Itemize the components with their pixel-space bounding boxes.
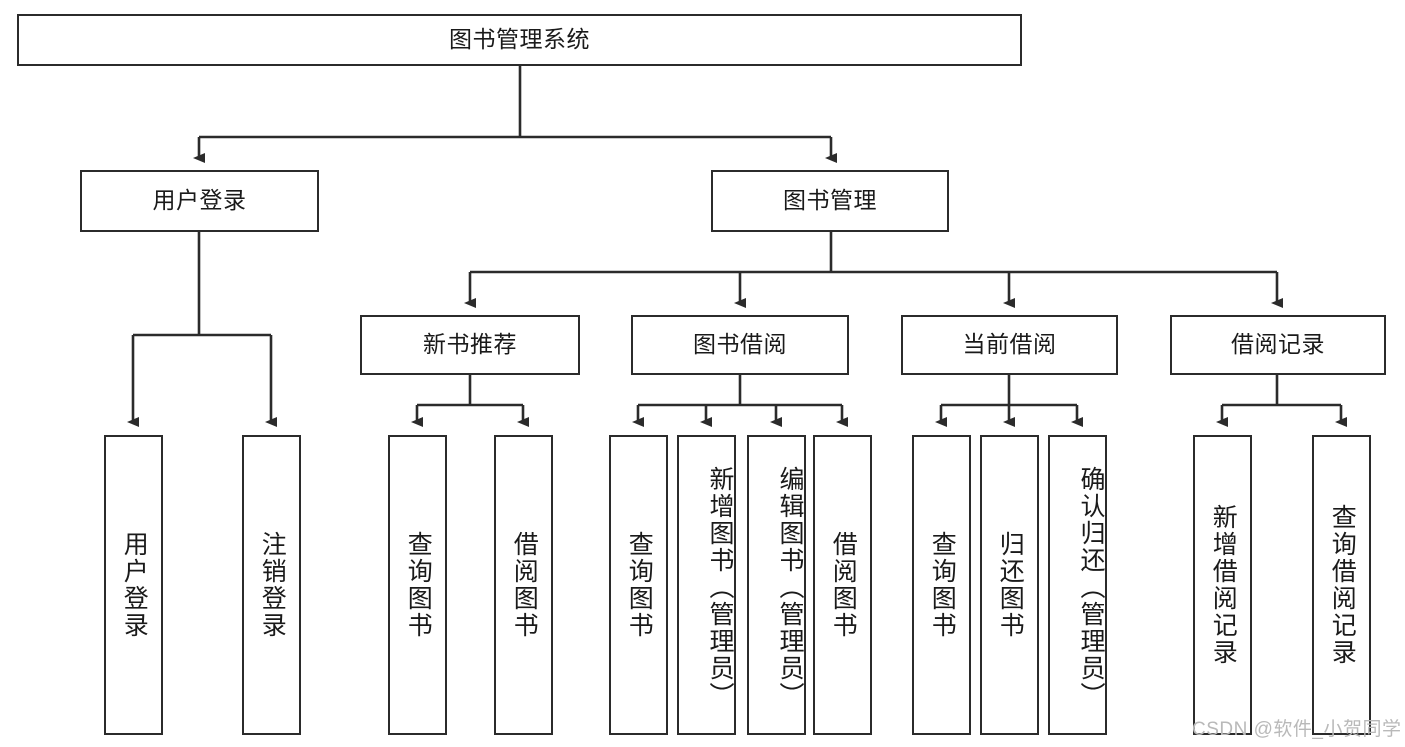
- node-book-management-system[interactable]: 图书管理系统: [17, 14, 1022, 66]
- node-leaf-logout-login[interactable]: 注销登录: [242, 435, 301, 735]
- csdn-watermark: CSDN @软件_小贺同学: [1192, 719, 1402, 740]
- node-label: 当前借阅: [962, 331, 1057, 358]
- node-leaf-add-record[interactable]: 新增借阅记录: [1193, 435, 1252, 735]
- node-label: 归还图书: [996, 531, 1025, 639]
- node-label: 查询图书: [928, 531, 957, 639]
- node-leaf-edit-book[interactable]: 编辑图书（管理员）: [747, 435, 806, 735]
- node-label: 用户登录: [152, 187, 247, 214]
- node-leaf-add-book[interactable]: 新增图书（管理员）: [677, 435, 736, 735]
- node-label: 新书推荐: [423, 331, 517, 358]
- node-label: 新增借阅记录: [1209, 504, 1238, 666]
- node-current-borrow[interactable]: 当前借阅: [901, 315, 1118, 375]
- node-leaf-query-book-2[interactable]: 查询图书: [609, 435, 668, 735]
- node-leaf-query-book-3[interactable]: 查询图书: [912, 435, 971, 735]
- node-label: 查询借阅记录: [1328, 504, 1357, 666]
- node-book-borrow[interactable]: 图书借阅: [631, 315, 849, 375]
- node-label: 注销登录: [258, 531, 287, 639]
- node-label: 用户登录: [120, 531, 149, 639]
- node-leaf-return-book[interactable]: 归还图书: [980, 435, 1039, 735]
- node-label: 图书借阅: [693, 331, 787, 358]
- node-label: 确认归还（管理员）: [1077, 465, 1105, 709]
- node-book-management[interactable]: 图书管理: [711, 170, 949, 232]
- node-leaf-user-login[interactable]: 用户登录: [104, 435, 163, 735]
- node-label: 图书管理系统: [449, 26, 590, 53]
- node-borrow-record[interactable]: 借阅记录: [1170, 315, 1386, 375]
- node-label: 借阅图书: [510, 531, 539, 639]
- node-leaf-confirm-return[interactable]: 确认归还（管理员）: [1048, 435, 1107, 735]
- node-label: 查询图书: [625, 531, 654, 639]
- node-label: 借阅记录: [1231, 331, 1325, 358]
- node-label: 借阅图书: [829, 531, 858, 639]
- node-leaf-query-book-1[interactable]: 查询图书: [388, 435, 447, 735]
- node-label: 新增图书（管理员）: [706, 465, 734, 709]
- node-label: 图书管理: [783, 187, 877, 214]
- node-label: 编辑图书（管理员）: [776, 465, 804, 709]
- node-leaf-query-record[interactable]: 查询借阅记录: [1312, 435, 1371, 735]
- node-leaf-borrow-book-1[interactable]: 借阅图书: [494, 435, 553, 735]
- node-new-book-recommend[interactable]: 新书推荐: [360, 315, 580, 375]
- node-leaf-borrow-book-2[interactable]: 借阅图书: [813, 435, 872, 735]
- node-user-login[interactable]: 用户登录: [80, 170, 319, 232]
- node-label: 查询图书: [404, 531, 433, 639]
